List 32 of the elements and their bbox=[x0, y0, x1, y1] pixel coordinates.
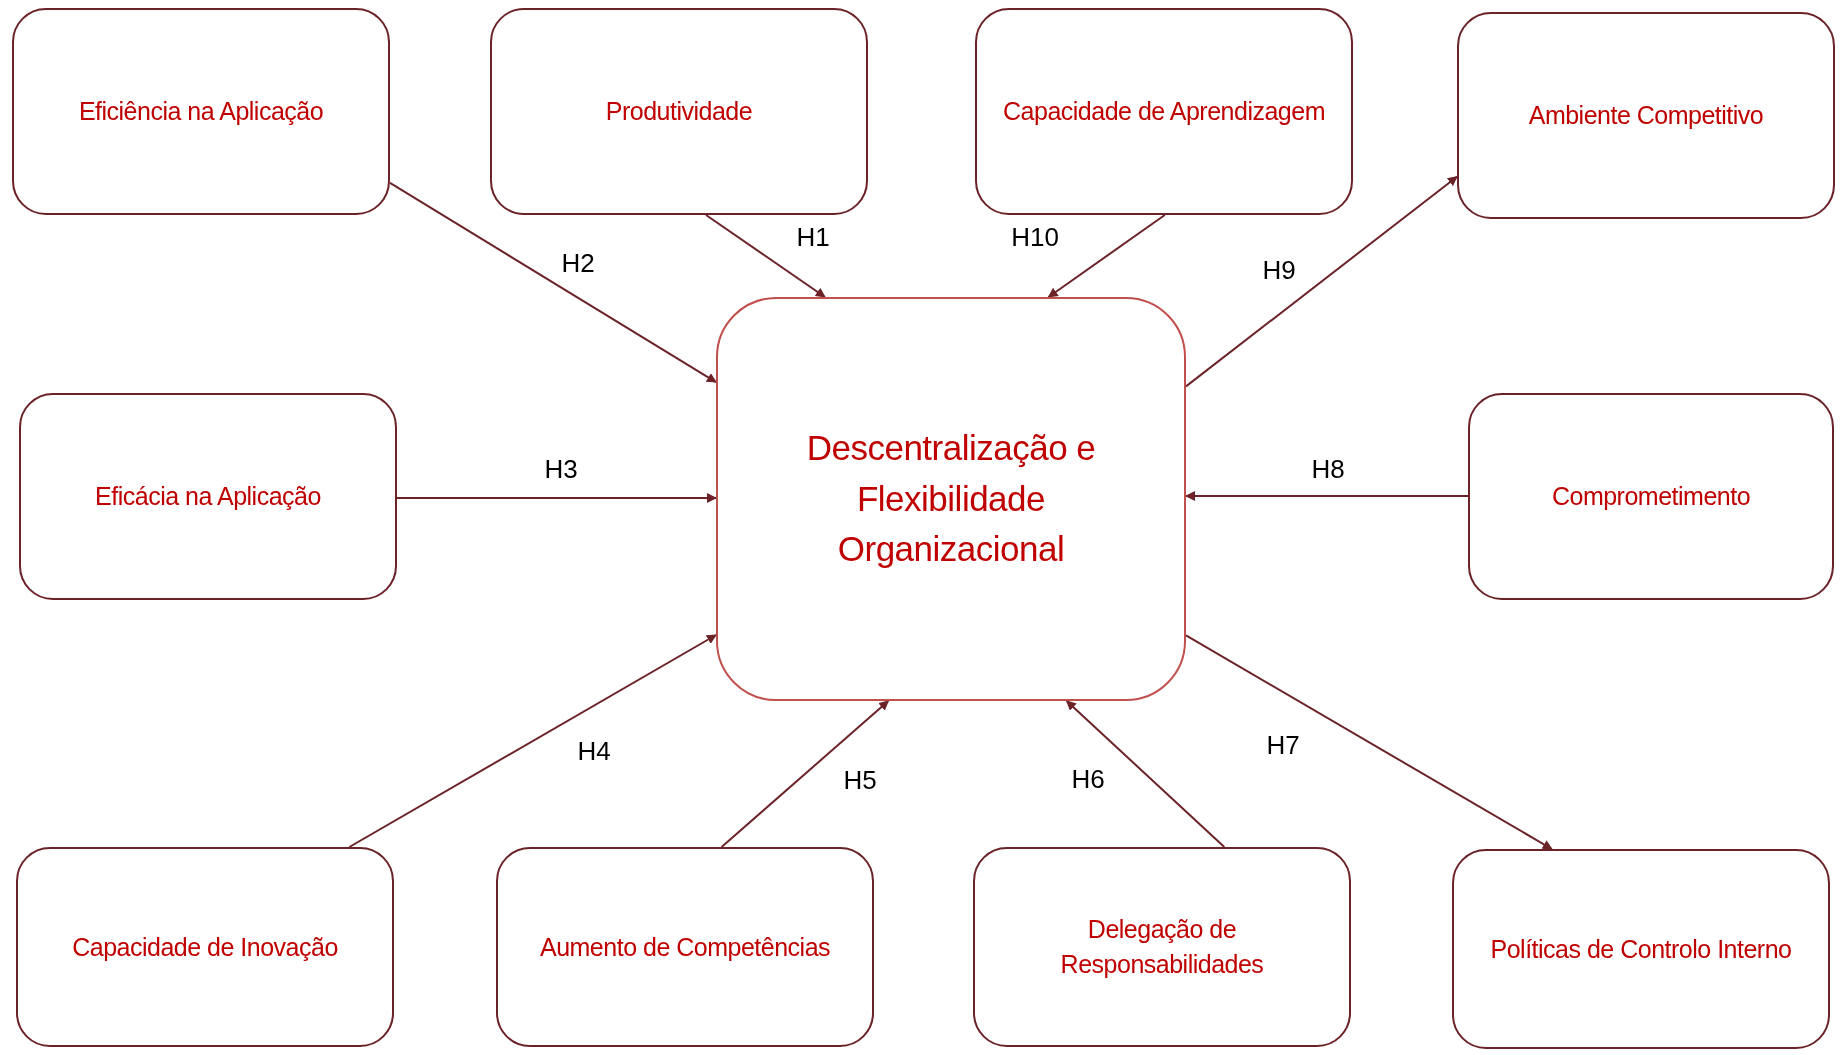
arrow bbox=[1065, 700, 1226, 848]
box-label: Aumento de Competências bbox=[539, 931, 831, 963]
arrow bbox=[1047, 214, 1166, 298]
box-label: Capacidade de Aprendizagem bbox=[1003, 96, 1325, 127]
factor-box bbox=[1468, 393, 1834, 600]
arrow bbox=[1185, 491, 1469, 501]
arrow bbox=[396, 493, 717, 503]
box-label: Delegação de Responsabilidades bbox=[1059, 914, 1265, 980]
central-concept-box bbox=[716, 297, 1186, 701]
box-label: Capacidade de Inovação bbox=[72, 931, 338, 963]
arrow bbox=[389, 181, 717, 384]
factor-box bbox=[973, 847, 1351, 1047]
box-label: Descentralização e Flexibilidade Organizacional bbox=[805, 426, 1097, 571]
factor-box bbox=[496, 847, 874, 1047]
factor-box bbox=[1452, 849, 1830, 1049]
box-label: Comprometimento bbox=[1551, 481, 1751, 512]
arrow bbox=[705, 214, 826, 298]
arrow bbox=[720, 700, 890, 848]
arrow bbox=[1185, 175, 1458, 388]
box-label: Produtividade bbox=[605, 96, 753, 127]
arrow bbox=[348, 634, 717, 848]
box-label: Eficácia na Aplicação bbox=[95, 481, 321, 512]
box-label: Políticas de Controlo Interno bbox=[1490, 933, 1792, 965]
factor-box bbox=[19, 393, 397, 600]
factor-box bbox=[975, 8, 1353, 215]
arrow bbox=[1185, 634, 1553, 850]
box-label: Ambiente Competitivo bbox=[1528, 100, 1764, 131]
box-label: Eficiência na Aplicação bbox=[78, 96, 324, 127]
factor-box bbox=[12, 8, 390, 215]
factor-box bbox=[16, 847, 394, 1047]
factor-box bbox=[490, 8, 868, 215]
factor-box bbox=[1457, 12, 1835, 219]
